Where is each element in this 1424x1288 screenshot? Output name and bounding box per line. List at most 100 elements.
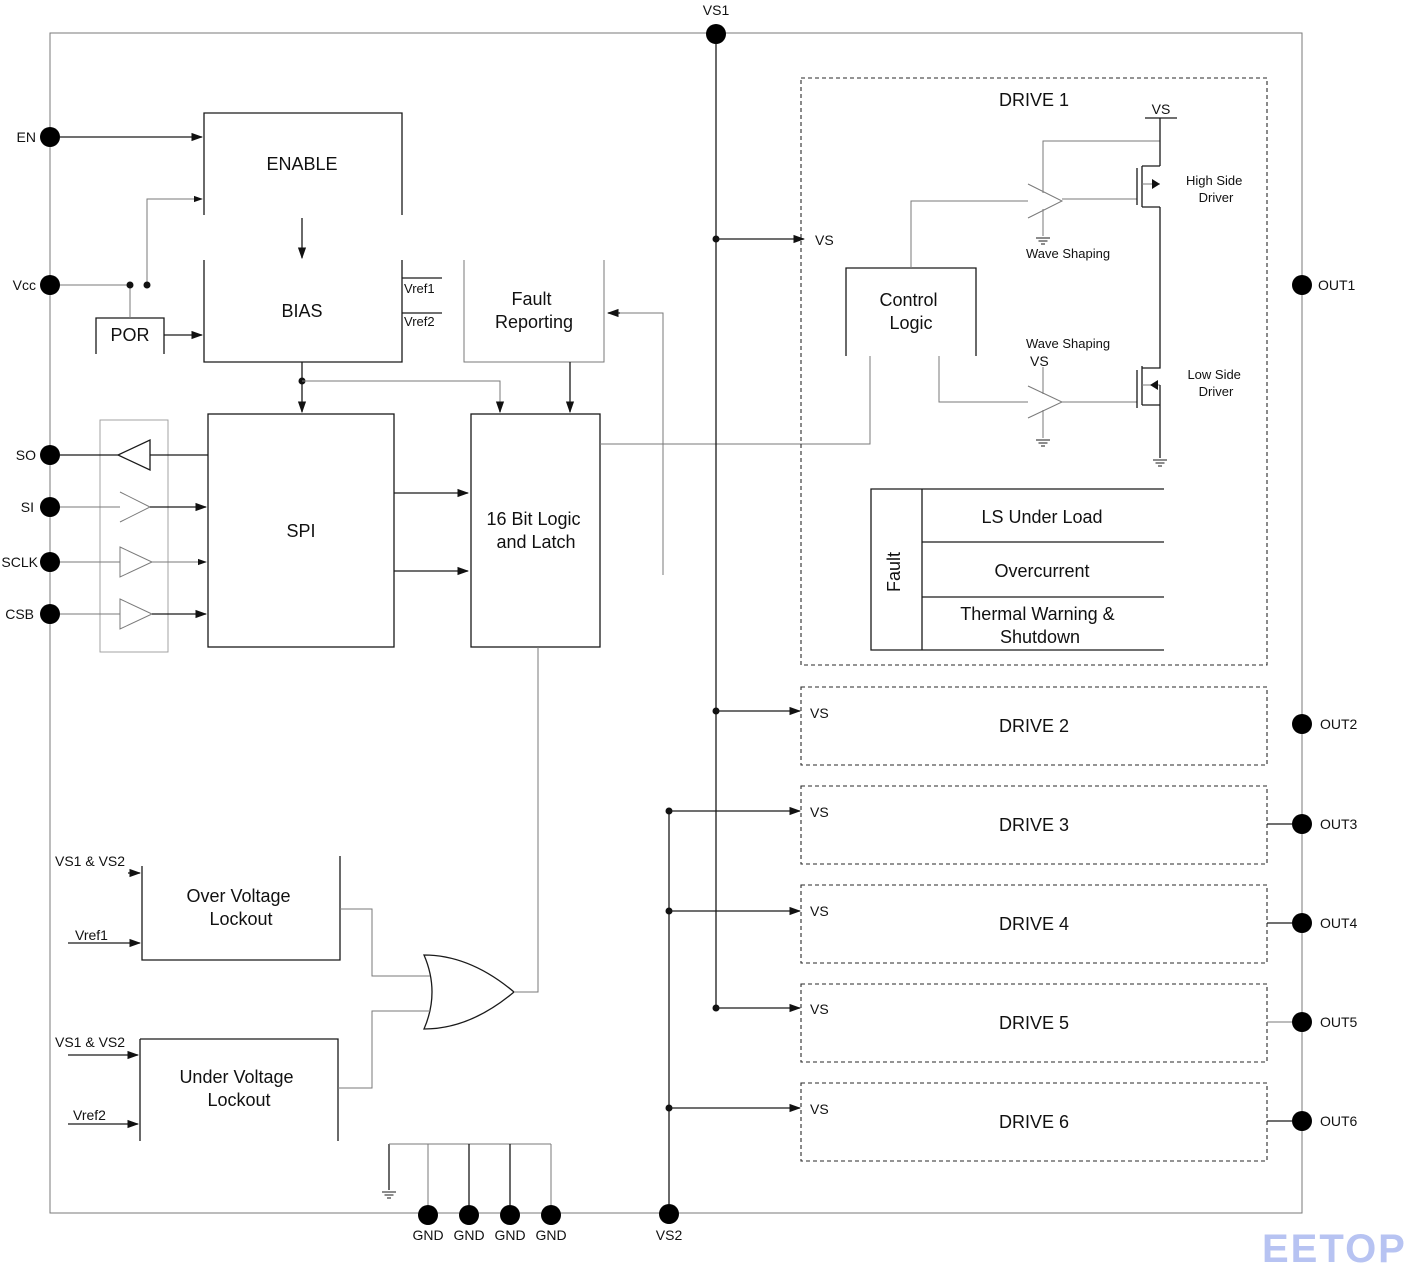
so-pin xyxy=(40,445,60,465)
svg-text:VS: VS xyxy=(810,705,829,721)
over-voltage-label: Over Voltage Lockout xyxy=(186,886,295,929)
out5-pin-label: OUT5 xyxy=(1320,1014,1358,1030)
gnd-pin-4 xyxy=(541,1205,561,1225)
gnd-pin-label-3: GND xyxy=(494,1227,525,1243)
or-to-logic xyxy=(514,647,539,993)
logic-to-control xyxy=(600,356,871,445)
hs-wave-shaper xyxy=(1027,183,1064,219)
fault-thermal: Thermal Warning & Shutdown xyxy=(960,604,1119,647)
spi-block xyxy=(207,413,395,648)
ov-vs-label: VS1 & VS2 xyxy=(55,853,125,869)
drive2-label: DRIVE 2 xyxy=(999,716,1069,736)
sclk-pin-label: SCLK xyxy=(1,554,38,570)
over-voltage-block: Over Voltage Lockout xyxy=(141,856,341,961)
low-side-driver-label: Low Side Driver xyxy=(1187,367,1244,399)
fault-table: Fault LS Under Load Overcurrent Thermal … xyxy=(870,488,1164,651)
high-side-driver-label: High Side Driver xyxy=(1186,173,1246,205)
drive2-block: VS DRIVE 2 xyxy=(800,686,1268,766)
logic-latch-label: 16 Bit Logic and Latch xyxy=(486,509,585,552)
bias-label: BIAS xyxy=(281,301,322,321)
control-logic-block: Control Logic xyxy=(845,267,977,356)
ls-source-ground-icon xyxy=(1152,459,1168,467)
gnd-pin-1 xyxy=(418,1205,438,1225)
drive5-block: VS DRIVE 5 xyxy=(800,983,1268,1063)
vref1-label: Vref1 xyxy=(404,281,435,296)
ov-to-or xyxy=(340,908,430,977)
drive3-label: DRIVE 3 xyxy=(999,815,1069,835)
vref2-label: Vref2 xyxy=(404,314,435,329)
out6-pin-label: OUT6 xyxy=(1320,1113,1358,1129)
drive1-block xyxy=(800,77,1268,666)
control-to-ls xyxy=(938,356,1028,403)
csb-buffer xyxy=(60,598,208,630)
drive1-vs-label: VS xyxy=(815,232,834,248)
drive1-internal-vs-label: VS xyxy=(1152,101,1171,117)
vcc-pin-label: Vcc xyxy=(13,277,36,293)
so-buffer xyxy=(60,438,208,472)
por-block: POR xyxy=(95,317,165,354)
eetop-logo: EETOP xyxy=(1262,1227,1407,1271)
enable-block: ENABLE xyxy=(203,112,403,215)
drive1-title: DRIVE 1 xyxy=(999,90,1069,110)
svg-text:VS: VS xyxy=(810,1101,829,1117)
vs1-pin-label: VS1 xyxy=(703,2,730,18)
vcc-to-por xyxy=(60,284,131,318)
control-logic-label: Control Logic xyxy=(879,290,942,333)
uv-vs-label: VS1 & VS2 xyxy=(55,1034,125,1050)
low-side-mosfet xyxy=(1136,366,1161,458)
svg-text:VS: VS xyxy=(810,903,829,919)
so-pin-label: SO xyxy=(16,447,36,463)
bias-block: BIAS xyxy=(203,260,403,363)
uv-vref2-label: Vref2 xyxy=(73,1107,106,1123)
drive5-label: DRIVE 5 xyxy=(999,1013,1069,1033)
csb-pin-label: CSB xyxy=(5,606,34,622)
en-pin-label: EN xyxy=(17,129,36,145)
out6-pin xyxy=(1292,1111,1312,1131)
high-side-mosfet xyxy=(1136,118,1161,208)
ov-vref1-label: Vref1 xyxy=(75,927,108,943)
drive6-label: DRIVE 6 xyxy=(999,1112,1069,1132)
gnd-pin-2 xyxy=(459,1205,479,1225)
vs2-pin xyxy=(659,1204,679,1224)
ls-wave-shaping-label: Wave Shaping xyxy=(1026,336,1110,351)
out4-pin xyxy=(1292,913,1312,933)
hs-shaper-supply xyxy=(1042,140,1160,193)
out1-pin-label: OUT1 xyxy=(1318,277,1356,293)
sclk-pin xyxy=(40,552,60,572)
hs-ground-icon xyxy=(1035,237,1051,245)
gnd-pin-label-1: GND xyxy=(412,1227,443,1243)
out3-pin xyxy=(1292,814,1312,834)
junction-dot xyxy=(143,281,151,289)
or-gate xyxy=(423,954,516,1030)
out3-pin-label: OUT3 xyxy=(1320,816,1358,832)
fault-reporting-block: Fault Reporting xyxy=(463,260,605,363)
vs2-pin-label: VS2 xyxy=(656,1227,683,1243)
enable-label: ENABLE xyxy=(266,154,337,174)
drive3-block: VS DRIVE 3 xyxy=(800,785,1268,865)
out2-pin-label: OUT2 xyxy=(1320,716,1358,732)
output-node xyxy=(1142,207,1161,369)
io-buffer-area xyxy=(99,419,169,653)
drive4-label: DRIVE 4 xyxy=(999,914,1069,934)
ls-vs-label: VS xyxy=(1030,353,1049,369)
si-pin-label: SI xyxy=(21,499,34,515)
svg-text:VS: VS xyxy=(810,1001,829,1017)
si-pin xyxy=(40,497,60,517)
vcc-to-enable xyxy=(146,195,203,285)
vs1-pin xyxy=(706,24,726,44)
fault-ls-under-load: LS Under Load xyxy=(981,507,1102,527)
logic-latch-block xyxy=(470,413,601,648)
drive6-block: VS DRIVE 6 xyxy=(800,1082,1268,1162)
feedback-line xyxy=(608,312,664,575)
fault-overcurrent: Overcurrent xyxy=(994,561,1089,581)
csb-pin xyxy=(40,604,60,624)
spi-label: SPI xyxy=(286,521,315,541)
fault-reporting-label: Fault Reporting xyxy=(495,289,573,332)
hs-wave-shaping-label: Wave Shaping xyxy=(1026,246,1110,261)
en-pin xyxy=(40,127,60,147)
vcc-pin xyxy=(40,275,60,295)
out5-pin xyxy=(1292,1012,1312,1032)
out2-pin xyxy=(1292,714,1312,734)
bias-to-logic xyxy=(302,380,501,412)
